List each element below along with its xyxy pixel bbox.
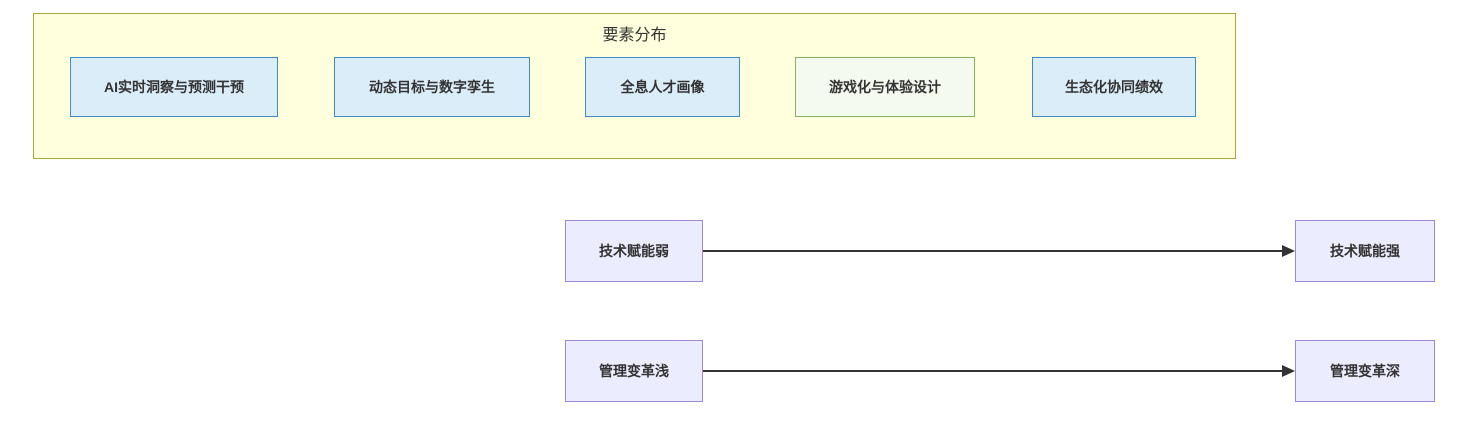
node-management-change-deep: 管理变革深 [1295, 340, 1435, 402]
edge-management-change-line [703, 370, 1283, 372]
node-label: 动态目标与数字孪生 [369, 79, 495, 95]
node-label: 游戏化与体验设计 [829, 79, 941, 95]
node-label: 管理变革深 [1330, 363, 1400, 379]
node-dynamic-goals-digital-twin: 动态目标与数字孪生 [334, 57, 530, 117]
node-ai-realtime-insight: AI实时洞察与预测干预 [70, 57, 278, 117]
node-label: 技术赋能弱 [599, 243, 669, 259]
node-label: AI实时洞察与预测干预 [104, 79, 244, 95]
node-holographic-talent-profile: 全息人才画像 [585, 57, 740, 117]
node-label: 全息人才画像 [620, 79, 705, 95]
subgraph-title: 要素分布 [602, 27, 667, 44]
arrowhead-icon [1282, 245, 1295, 257]
node-management-change-shallow: 管理变革浅 [565, 340, 703, 402]
arrowhead-icon [1282, 365, 1295, 377]
edge-tech-enablement-line [703, 250, 1283, 252]
node-label: 技术赋能强 [1330, 243, 1400, 259]
node-ecosystem-collaborative-performance: 生态化协同绩效 [1032, 57, 1196, 117]
node-label: 生态化协同绩效 [1065, 79, 1163, 95]
node-gamification-experience-design: 游戏化与体验设计 [795, 57, 975, 117]
node-tech-enablement-weak: 技术赋能弱 [565, 220, 703, 282]
node-tech-enablement-strong: 技术赋能强 [1295, 220, 1435, 282]
node-label: 管理变革浅 [599, 363, 669, 379]
